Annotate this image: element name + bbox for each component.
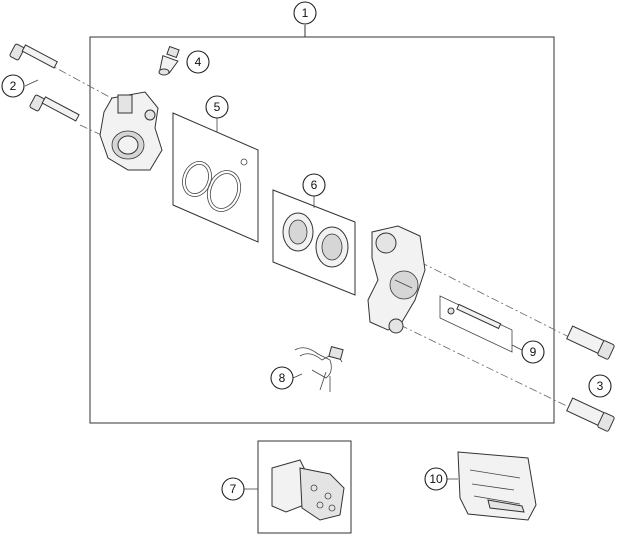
callout-1-label: 1 [302, 6, 309, 20]
callout-4-label: 4 [195, 55, 202, 69]
callout-8-label: 8 [279, 371, 286, 385]
callout-1: 1 [293, 1, 317, 25]
pad-spring-clip [294, 346, 344, 392]
bolt-upper-left [9, 43, 58, 69]
bolt-axis-upper-right [419, 261, 576, 341]
slide-pin-kit [439, 295, 513, 353]
caliper-bracket-right [367, 225, 426, 334]
seal-kit-panel [172, 112, 259, 243]
brake-pads-box [257, 440, 352, 534]
bolt-upper-right [566, 325, 615, 360]
callout-5: 5 [205, 95, 229, 119]
callout-3: 3 [588, 374, 612, 398]
bolt-axis-lower-left [79, 124, 109, 139]
brake-pads [271, 459, 345, 521]
callout-6: 6 [302, 173, 326, 197]
piston-kit-panel [272, 189, 356, 296]
bolt-axis-upper-left [44, 61, 116, 101]
callout-10-label: 10 [429, 472, 443, 486]
callout-2: 2 [1, 74, 25, 98]
assembly-frame [89, 36, 555, 424]
callout-7: 7 [221, 477, 245, 501]
callout-2-label: 2 [10, 79, 17, 93]
callout-8: 8 [270, 366, 294, 390]
bolt-lower-right [566, 397, 615, 432]
callout-5-label: 5 [214, 100, 221, 114]
callout-7-label: 7 [230, 482, 237, 496]
callout-10: 10 [424, 467, 448, 491]
callout-3-label: 3 [597, 379, 604, 393]
callout-2-leader [24, 79, 39, 87]
callout-9-label: 9 [530, 345, 537, 359]
callout-6-label: 6 [311, 178, 318, 192]
bolt-lower-left [29, 94, 80, 122]
callout-8-leader [292, 373, 303, 379]
callout-9-leader [511, 344, 523, 351]
bleeder-valve [158, 45, 180, 76]
bolt-axis-lower-right [399, 324, 576, 411]
caliper-housing-left [99, 91, 163, 171]
callout-9: 9 [521, 340, 545, 364]
lubricant-packet [457, 451, 537, 521]
callout-4: 4 [186, 50, 210, 74]
